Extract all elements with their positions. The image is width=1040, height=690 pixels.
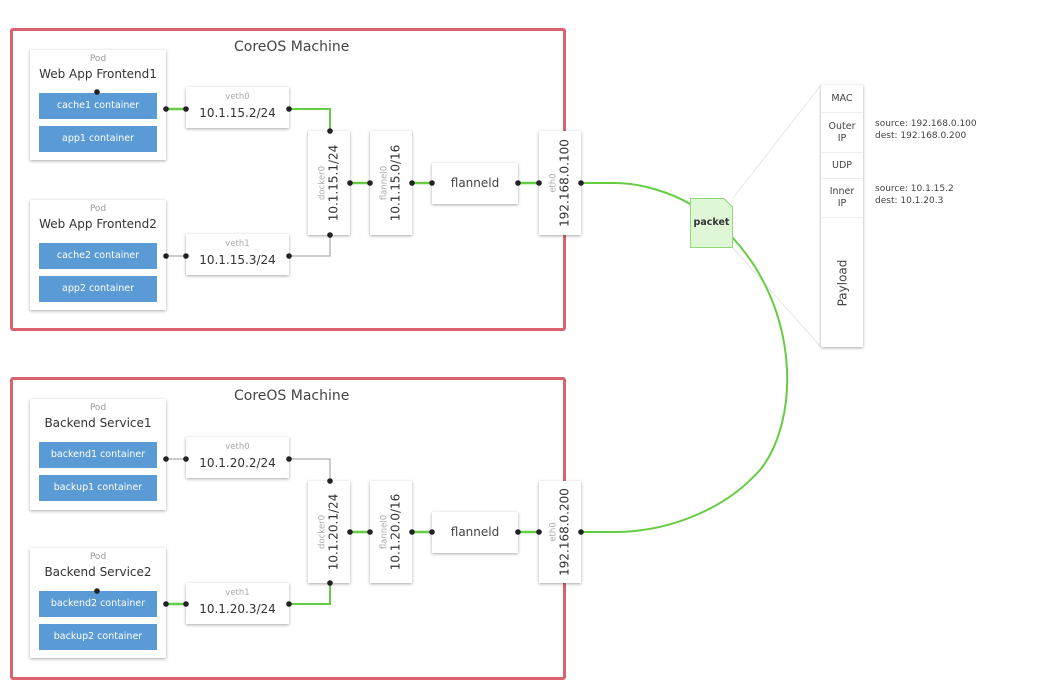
packet-header-stack: MAC Outer IP UDP Inner IP Payload — [821, 85, 863, 347]
interface-ip: 10.1.15.0/16 — [388, 144, 403, 222]
outer-ip-source: source: 192.168.0.100 — [875, 119, 977, 129]
container-app1[interactable]: app1 container — [39, 126, 157, 152]
container-cache1[interactable]: cache1 container — [39, 93, 157, 119]
inner-ip-dest: dest: 10.1.20.3 — [875, 196, 944, 206]
pod-type-label: Pod — [89, 204, 107, 214]
interface-label: veth1 — [225, 239, 250, 249]
pod-backend-service2[interactable]: Pod Backend Service2 backend2 container … — [30, 548, 166, 658]
packet-segment-mac: MAC — [821, 85, 863, 113]
pod-backend-service1[interactable]: Pod Backend Service1 backend1 container … — [30, 399, 166, 510]
interface-label: veth1 — [225, 588, 250, 598]
interface-label: veth0 — [225, 92, 250, 102]
flanneld-daemon[interactable]: flanneld — [432, 512, 518, 553]
flanneld-label: flanneld — [450, 525, 500, 539]
interface-ip: 10.1.20.1/24 — [326, 493, 341, 571]
interface-ip: 192.168.0.200 — [557, 488, 572, 576]
container-backend2[interactable]: backend2 container — [39, 591, 157, 617]
container-app2[interactable]: app2 container — [39, 276, 157, 302]
eth0-interface[interactable]: eth0 192.168.0.100 — [539, 131, 581, 235]
container-backup1[interactable]: backup1 container — [39, 475, 157, 501]
pod-name: Web App Frontend1 — [39, 67, 157, 81]
link-veth1-docker0 — [289, 235, 331, 257]
outer-ip-dest: dest: 192.168.0.200 — [875, 131, 967, 141]
flanneld-label: flanneld — [450, 176, 500, 190]
packet-segment-payload: Payload — [821, 218, 863, 347]
docker0-bridge[interactable]: docker0 10.1.15.1/24 — [308, 131, 350, 235]
interface-ip: 192.168.0.100 — [557, 139, 572, 227]
eth0-interface[interactable]: eth0 192.168.0.200 — [539, 481, 581, 583]
packet-zoom-guide-bottom — [732, 247, 822, 348]
pod-web-app-frontend2[interactable]: Pod Web App Frontend2 cache2 container a… — [30, 200, 166, 310]
flannel0-interface[interactable]: flannel0 10.1.20.0/16 — [370, 481, 412, 583]
container-backend1[interactable]: backend1 container — [39, 442, 157, 468]
pod-type-label: Pod — [89, 403, 107, 413]
pod-type-label: Pod — [89, 552, 107, 562]
inner-ip-addresses: source: 10.1.15.2 dest: 10.1.20.3 — [875, 183, 954, 207]
link-veth0-docker0-m2 — [289, 458, 331, 481]
veth0-interface[interactable]: veth0 10.1.20.2/24 — [186, 437, 289, 478]
interface-ip: 10.1.15.3/24 — [199, 253, 276, 267]
segment-label: MAC — [831, 92, 853, 104]
outer-ip-addresses: source: 192.168.0.100 dest: 192.168.0.20… — [875, 118, 977, 142]
segment-label-line1: Inner — [829, 186, 855, 197]
machine-title: CoreOS Machine — [234, 388, 350, 404]
pod-web-app-frontend1[interactable]: Pod Web App Frontend1 cache1 container a… — [30, 50, 166, 160]
segment-label-line2: IP — [837, 198, 847, 209]
interface-label: veth0 — [225, 442, 250, 452]
container-cache2[interactable]: cache2 container — [39, 243, 157, 269]
container-backup2[interactable]: backup2 container — [39, 624, 157, 650]
packet-segment-outer-ip: Outer IP — [821, 113, 863, 153]
packet-label: packet — [693, 217, 730, 228]
link-veth0-docker0 — [289, 108, 331, 131]
segment-label-line1: Outer — [828, 120, 856, 132]
pod-name: Backend Service2 — [44, 565, 152, 579]
docker0-bridge[interactable]: docker0 10.1.20.1/24 — [308, 481, 350, 583]
interface-ip: 10.1.20.0/16 — [388, 493, 403, 571]
flannel0-interface[interactable]: flannel0 10.1.15.0/16 — [370, 131, 412, 235]
inner-ip-source: source: 10.1.15.2 — [875, 184, 954, 194]
segment-label: Payload — [835, 259, 849, 306]
pod-type-label: Pod — [89, 54, 107, 64]
pod-name: Web App Frontend2 — [39, 217, 157, 231]
interface-ip: 10.1.15.1/24 — [326, 144, 341, 222]
interface-ip: 10.1.20.2/24 — [199, 456, 276, 470]
segment-label: UDP — [832, 159, 852, 171]
flanneld-daemon[interactable]: flanneld — [432, 163, 518, 204]
packet-segment-udp: UDP — [821, 153, 863, 179]
packet-icon[interactable] — [690, 198, 733, 248]
pod-name: Backend Service1 — [44, 416, 152, 430]
link-veth1-docker0-m2 — [289, 583, 331, 605]
veth0-interface[interactable]: veth0 10.1.15.2/24 — [186, 87, 289, 128]
interface-ip: 10.1.15.2/24 — [199, 106, 276, 120]
veth1-interface[interactable]: veth1 10.1.20.3/24 — [186, 583, 289, 624]
link-eth0-to-eth0-overlay — [581, 182, 789, 533]
machine-title: CoreOS Machine — [234, 39, 350, 55]
packet-zoom-guide-top — [732, 84, 822, 199]
packet-segment-inner-ip: Inner IP — [821, 179, 863, 218]
veth1-interface[interactable]: veth1 10.1.15.3/24 — [186, 234, 289, 275]
interface-ip: 10.1.20.3/24 — [199, 602, 276, 616]
segment-label-line2: IP — [837, 132, 847, 144]
